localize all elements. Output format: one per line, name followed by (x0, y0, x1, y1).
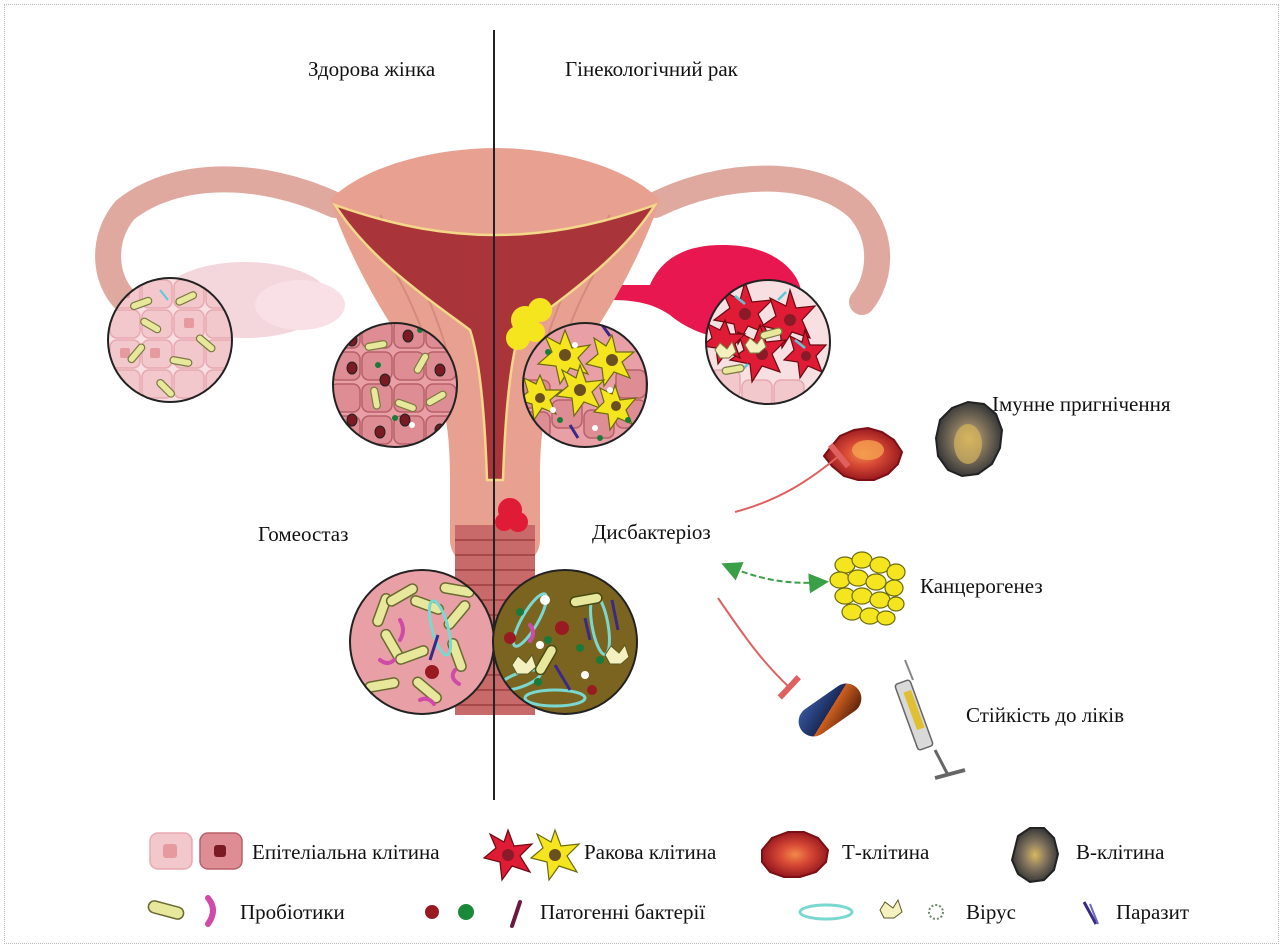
inhibit-arrow-immune (735, 455, 840, 512)
circle-dysbiosis (493, 570, 637, 714)
legend-pathogenic-label: Патогенні бактерії (540, 900, 705, 925)
legend-t-cell-icon (762, 832, 828, 877)
legend-cancer-cell-icon (484, 830, 579, 880)
label-cancer: Гінекологічний рак (565, 57, 738, 82)
bidirectional-arrow-carcinogenesis (725, 565, 825, 583)
legend-virus-label: Вірус (966, 900, 1016, 925)
syringe-icon (895, 660, 965, 778)
legend-virus-icon (800, 900, 943, 919)
inhibit-arrow-drug (718, 598, 790, 688)
legend-pathogenic-icon (425, 902, 520, 926)
label-immune-suppression: Імунне пригнічення (992, 392, 1171, 417)
label-carcinogenesis: Канцерогенез (920, 574, 1043, 599)
t-cell-icon (824, 428, 902, 480)
legend-probiotics-label: Пробіотики (240, 900, 345, 925)
legend-parasite-label: Паразит (1116, 900, 1189, 925)
legend-b-cell-icon (1012, 828, 1058, 882)
legend-epithelial-icon (150, 833, 242, 869)
label-drug-resistance: Стійкість до ліків (966, 703, 1124, 728)
pill-icon (793, 678, 868, 743)
carcinogenesis-tumor-icon (830, 552, 905, 625)
legend-probiotic-icon (147, 898, 213, 924)
circle-healthy-uterus (330, 320, 457, 447)
label-healthy: Здорова жінка (308, 57, 435, 82)
legend-t-cell-label: Т-клітина (842, 840, 929, 865)
legend-parasite-icon (1084, 902, 1098, 924)
label-homeostasis: Гомеостаз (258, 522, 348, 547)
label-dysbiosis: Дисбактеріоз (592, 520, 711, 545)
legend-epithelial-label: Епітеліальна клітина (252, 840, 440, 865)
legend-cancer-cell-label: Ракова клітина (584, 840, 716, 865)
circle-homeostasis (350, 570, 494, 714)
legend-b-cell-label: В-клітина (1076, 840, 1165, 865)
